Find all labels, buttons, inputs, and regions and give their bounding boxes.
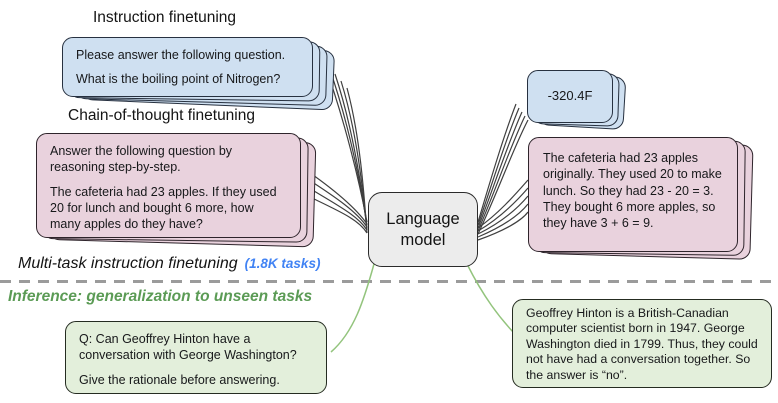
prompt-line: What is the boiling point of Nitrogen? [76, 72, 281, 87]
instruction-answer-card-stack: -320.4F [527, 70, 627, 131]
inference-green-connectors [330, 263, 515, 353]
instruction-prompt-card: Please answer the following question. Wh… [62, 37, 313, 97]
language-model-label-line1: Language [386, 209, 460, 228]
instruction-prompt-card-stack: Please answer the following question. Wh… [62, 37, 336, 111]
instruction-finetuning-heading: Instruction finetuning [93, 9, 237, 26]
multitask-finetuning-text: Multi-task instruction finetuning [18, 255, 238, 272]
answer-text: The cafeteria had 23 apples originally. … [543, 151, 722, 230]
language-model-label-line2: model [400, 230, 446, 249]
model-to-instruction-answer-bundle [477, 103, 529, 235]
cot-answer-card-stack: The cafeteria had 23 apples originally. … [528, 137, 754, 260]
language-model-box: Language model [368, 192, 478, 267]
inference-answer-card: Geoffrey Hinton is a British-Canadian co… [512, 299, 772, 388]
task-count-badge: (1.8K tasks) [244, 256, 321, 271]
prompt-line: Give the rationale before answering. [79, 372, 280, 387]
cot-prompt-card-stack: Answer the following question by reasoni… [36, 133, 317, 248]
inference-generalization-label: Inference: generalization to unseen task… [8, 288, 313, 305]
prompt-line: Please answer the following question. [76, 48, 286, 62]
prompt-line: Answer the following question by reasoni… [50, 144, 233, 175]
inference-prompt-card: Q: Can Geoffrey Hinton have a conversati… [65, 321, 327, 394]
finetune-inference-divider [0, 280, 778, 283]
instruction-answer-card: -320.4F [527, 70, 613, 123]
inference-prompt-card-body: Q: Can Geoffrey Hinton have a conversati… [65, 321, 327, 394]
prompt-line: Q: Can Geoffrey Hinton have a conversati… [79, 332, 297, 363]
answer-text: -320.4F [547, 88, 593, 104]
answer-text: Geoffrey Hinton is a British-Canadian co… [526, 306, 758, 382]
inference-answer-card-body: Geoffrey Hinton is a British-Canadian co… [512, 299, 772, 388]
multitask-finetuning-label: Multi-task instruction finetuning (1.8K … [18, 255, 320, 273]
cot-answer-card: The cafeteria had 23 apples originally. … [528, 137, 738, 252]
model-to-cot-answer-bundle [477, 179, 529, 241]
prompt-line: The cafeteria had 23 apples. If they use… [50, 184, 277, 232]
cot-prompt-card: Answer the following question by reasoni… [36, 133, 301, 238]
chain-of-thought-finetuning-heading: Chain-of-thought finetuning [68, 107, 255, 124]
